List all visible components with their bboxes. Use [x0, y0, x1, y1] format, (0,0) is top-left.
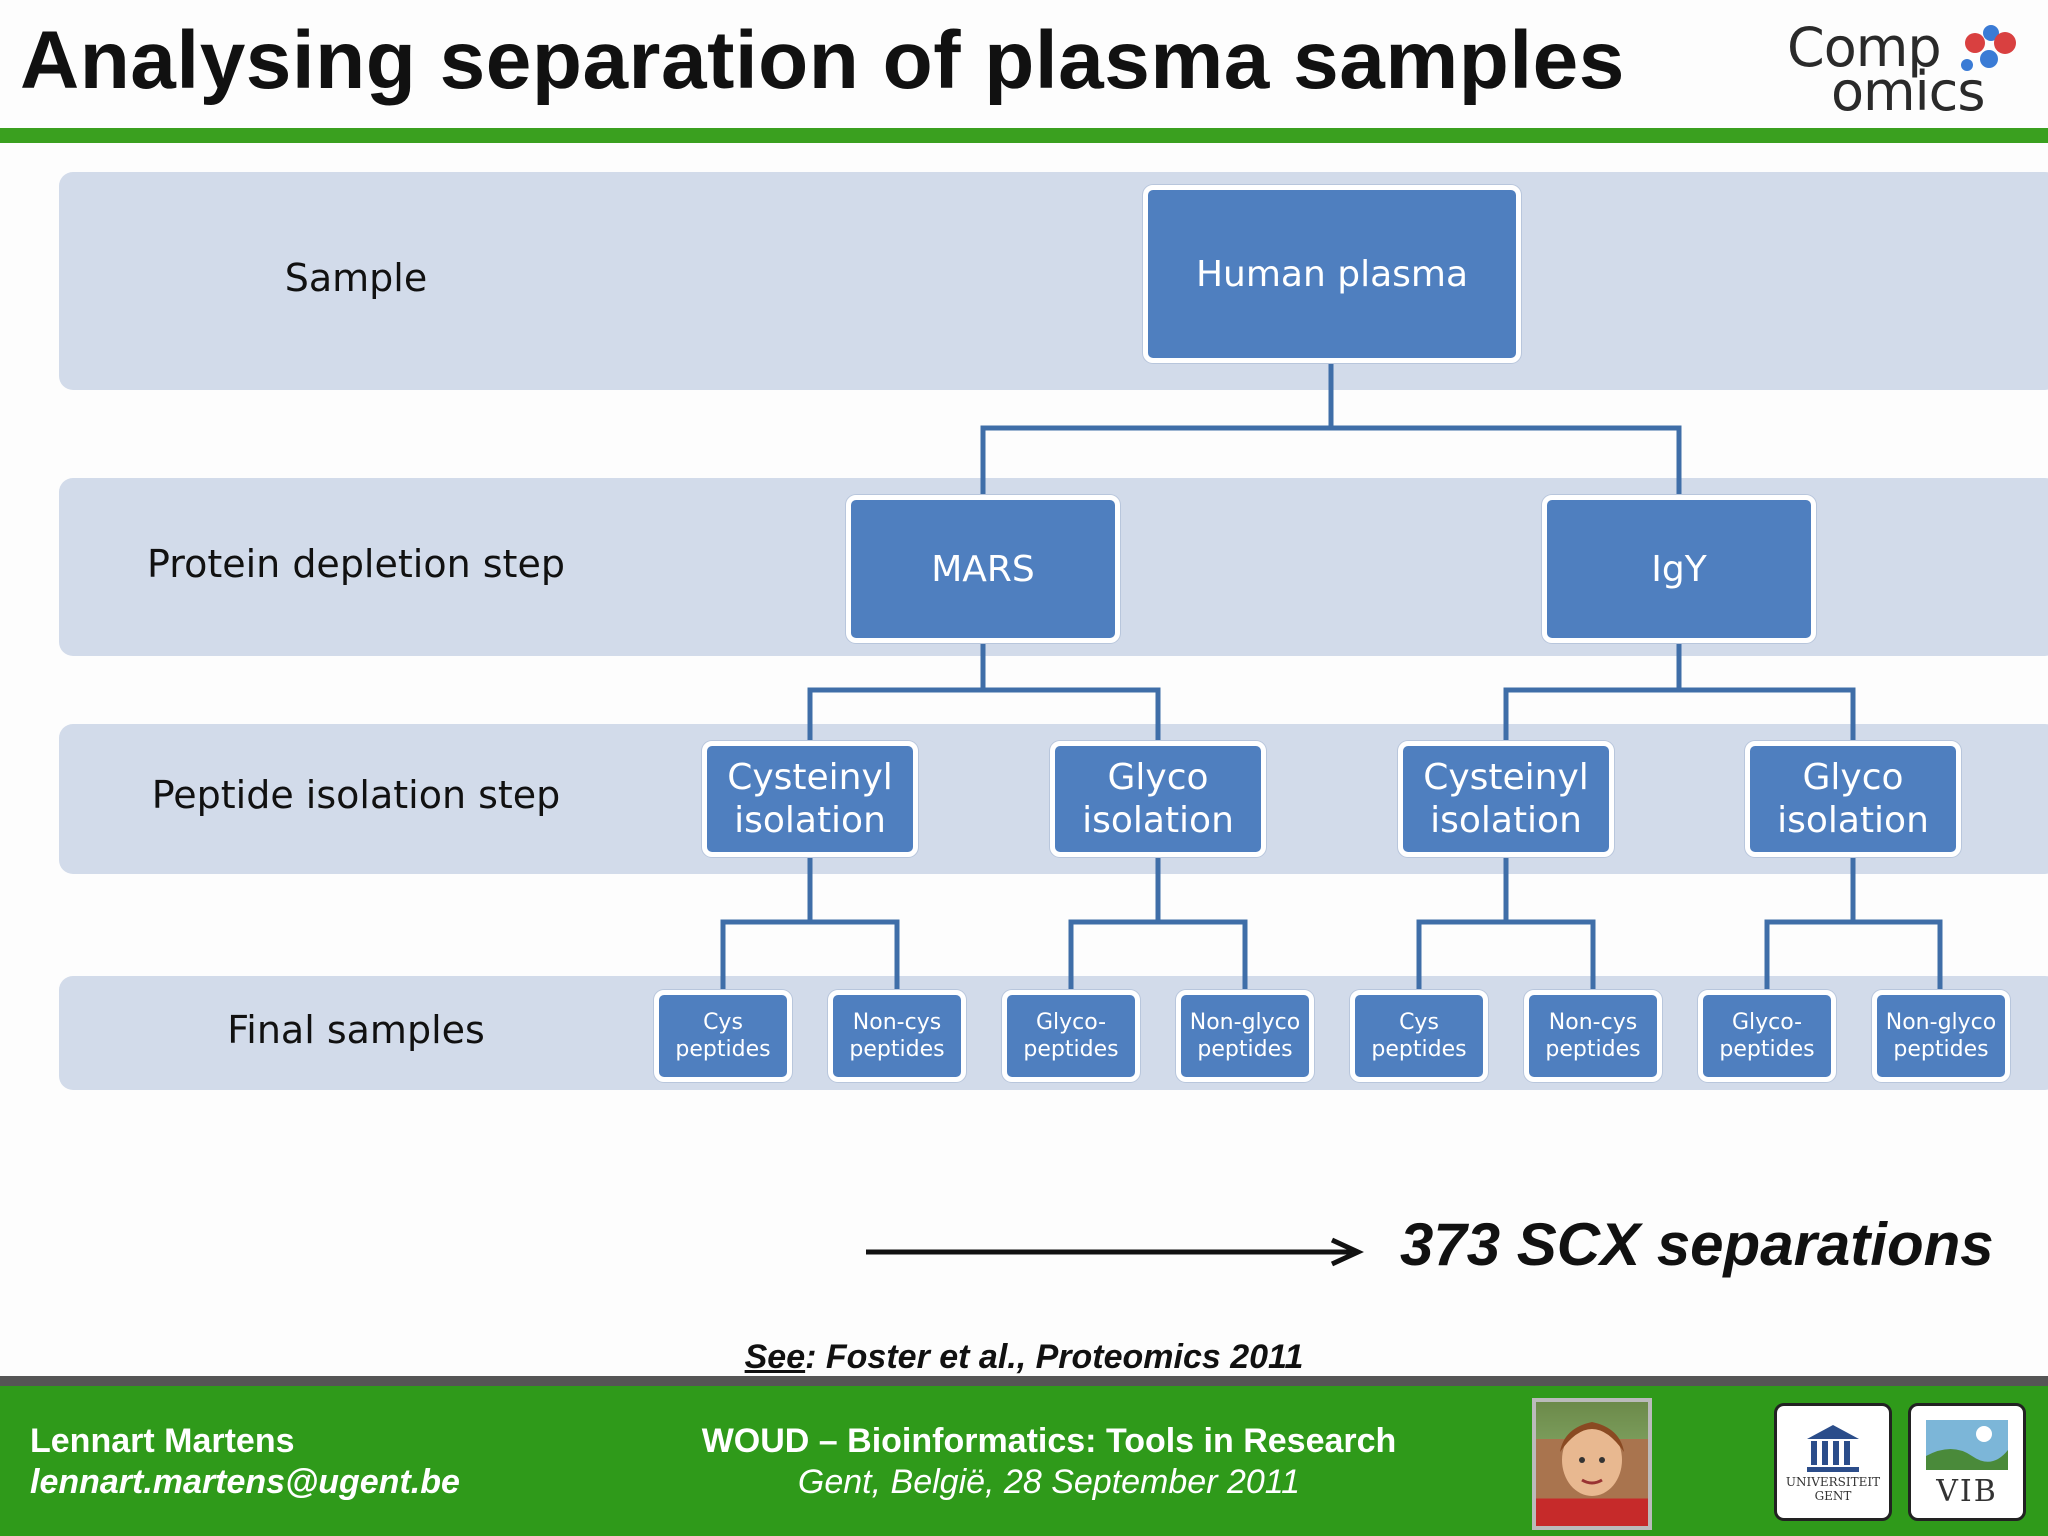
band-label-sample: Sample [284, 256, 428, 300]
node-label: Cys peptides [1371, 1009, 1467, 1063]
node-label: Non-cys peptides [1545, 1009, 1641, 1063]
right-arrow-icon [866, 1237, 1364, 1267]
node-glyco-isolation-mars: Glyco isolation [1050, 741, 1266, 857]
band-label-peptide-isolation: Peptide isolation step [151, 773, 561, 817]
connector-final-7 [1764, 855, 1856, 990]
connector-final-1 [720, 855, 813, 990]
node-cysteinyl-isolation-igy: Cysteinyl isolation [1398, 741, 1614, 857]
university-building-icon [1807, 1425, 1859, 1472]
node-label: Non-glyco peptides [1189, 1009, 1301, 1063]
node-mars: MARS [846, 495, 1120, 643]
author-name: Lennart Martens [30, 1422, 295, 1460]
node-final-noncys-mars: Non-cys peptides [828, 990, 966, 1082]
node-label: Cysteinyl isolation [1423, 756, 1589, 841]
molecule-dots-icon [1961, 25, 2016, 71]
connector-final-5 [1416, 855, 1509, 990]
event-place-date: Gent, België, 28 September 2011 [797, 1463, 1301, 1501]
node-human-plasma: Human plasma [1143, 185, 1521, 363]
band-label-final-samples: Final samples [227, 1008, 485, 1052]
node-label: Non-glyco peptides [1885, 1009, 1997, 1063]
vib-logo: VIB [1908, 1403, 2026, 1521]
node-final-cys-igy: Cys peptides [1350, 990, 1488, 1082]
node-label: Glyco isolation [1082, 756, 1234, 841]
logo-word-omics: omics [1831, 60, 1985, 123]
footer-bar [0, 1386, 2048, 1536]
node-label: Cys peptides [675, 1009, 771, 1063]
author-photo [1532, 1398, 1652, 1530]
reference-citation: See: Foster et al., Proteomics 2011 [0, 1338, 2048, 1377]
node-label: Non-cys peptides [849, 1009, 945, 1063]
header-divider [0, 128, 2048, 143]
logo-word-comp: Comp [1787, 16, 1942, 79]
event-name: WOUD – Bioinformatics: Tools in Research [701, 1422, 1397, 1460]
node-final-noncys-igy: Non-cys peptides [1524, 990, 1662, 1082]
result-summary: 373 SCX separations [1400, 1211, 1994, 1278]
footer-divider [0, 1376, 2048, 1386]
ugent-logo-text: UNIVERSITEIT GENT [1785, 1475, 1881, 1503]
node-label: Human plasma [1195, 253, 1469, 295]
ugent-logo: UNIVERSITEIT GENT [1774, 1403, 1892, 1521]
node-final-glyco-igy: Glyco- peptides [1698, 990, 1836, 1082]
connector-final-3 [1068, 855, 1161, 990]
node-label: Glyco- peptides [1023, 1009, 1119, 1063]
node-final-glyco-mars: Glyco- peptides [1002, 990, 1140, 1082]
node-glyco-isolation-igy: Glyco isolation [1745, 741, 1961, 857]
node-label: Glyco isolation [1777, 756, 1929, 841]
vib-logo-text: VIB [1936, 1473, 1998, 1509]
node-igy: IgY [1542, 495, 1816, 643]
node-final-cys-mars: Cys peptides [654, 990, 792, 1082]
band-sample [59, 172, 2048, 390]
node-label: IgY [1651, 548, 1707, 590]
person-photo-icon [1560, 1422, 1624, 1496]
vib-emblem-icon [1926, 1419, 2008, 1470]
node-label: Glyco- peptides [1719, 1009, 1815, 1063]
node-cysteinyl-isolation-mars: Cysteinyl isolation [702, 741, 918, 857]
node-label: Cysteinyl isolation [727, 756, 893, 841]
author-email: lennart.martens@ugent.be [30, 1463, 460, 1501]
reference-see: See [744, 1338, 806, 1376]
node-final-nonglyco-mars: Non-glyco peptides [1176, 990, 1314, 1082]
band-label-protein-depletion: Protein depletion step [147, 542, 565, 586]
slide-title: Analysing separation of plasma samples [20, 15, 1625, 106]
reference-text: : Foster et al., Proteomics 2011 [805, 1338, 1304, 1376]
node-label: MARS [931, 548, 1035, 590]
node-final-nonglyco-igy: Non-glyco peptides [1872, 990, 2010, 1082]
compomics-logo: Comp omics [1785, 15, 2025, 125]
